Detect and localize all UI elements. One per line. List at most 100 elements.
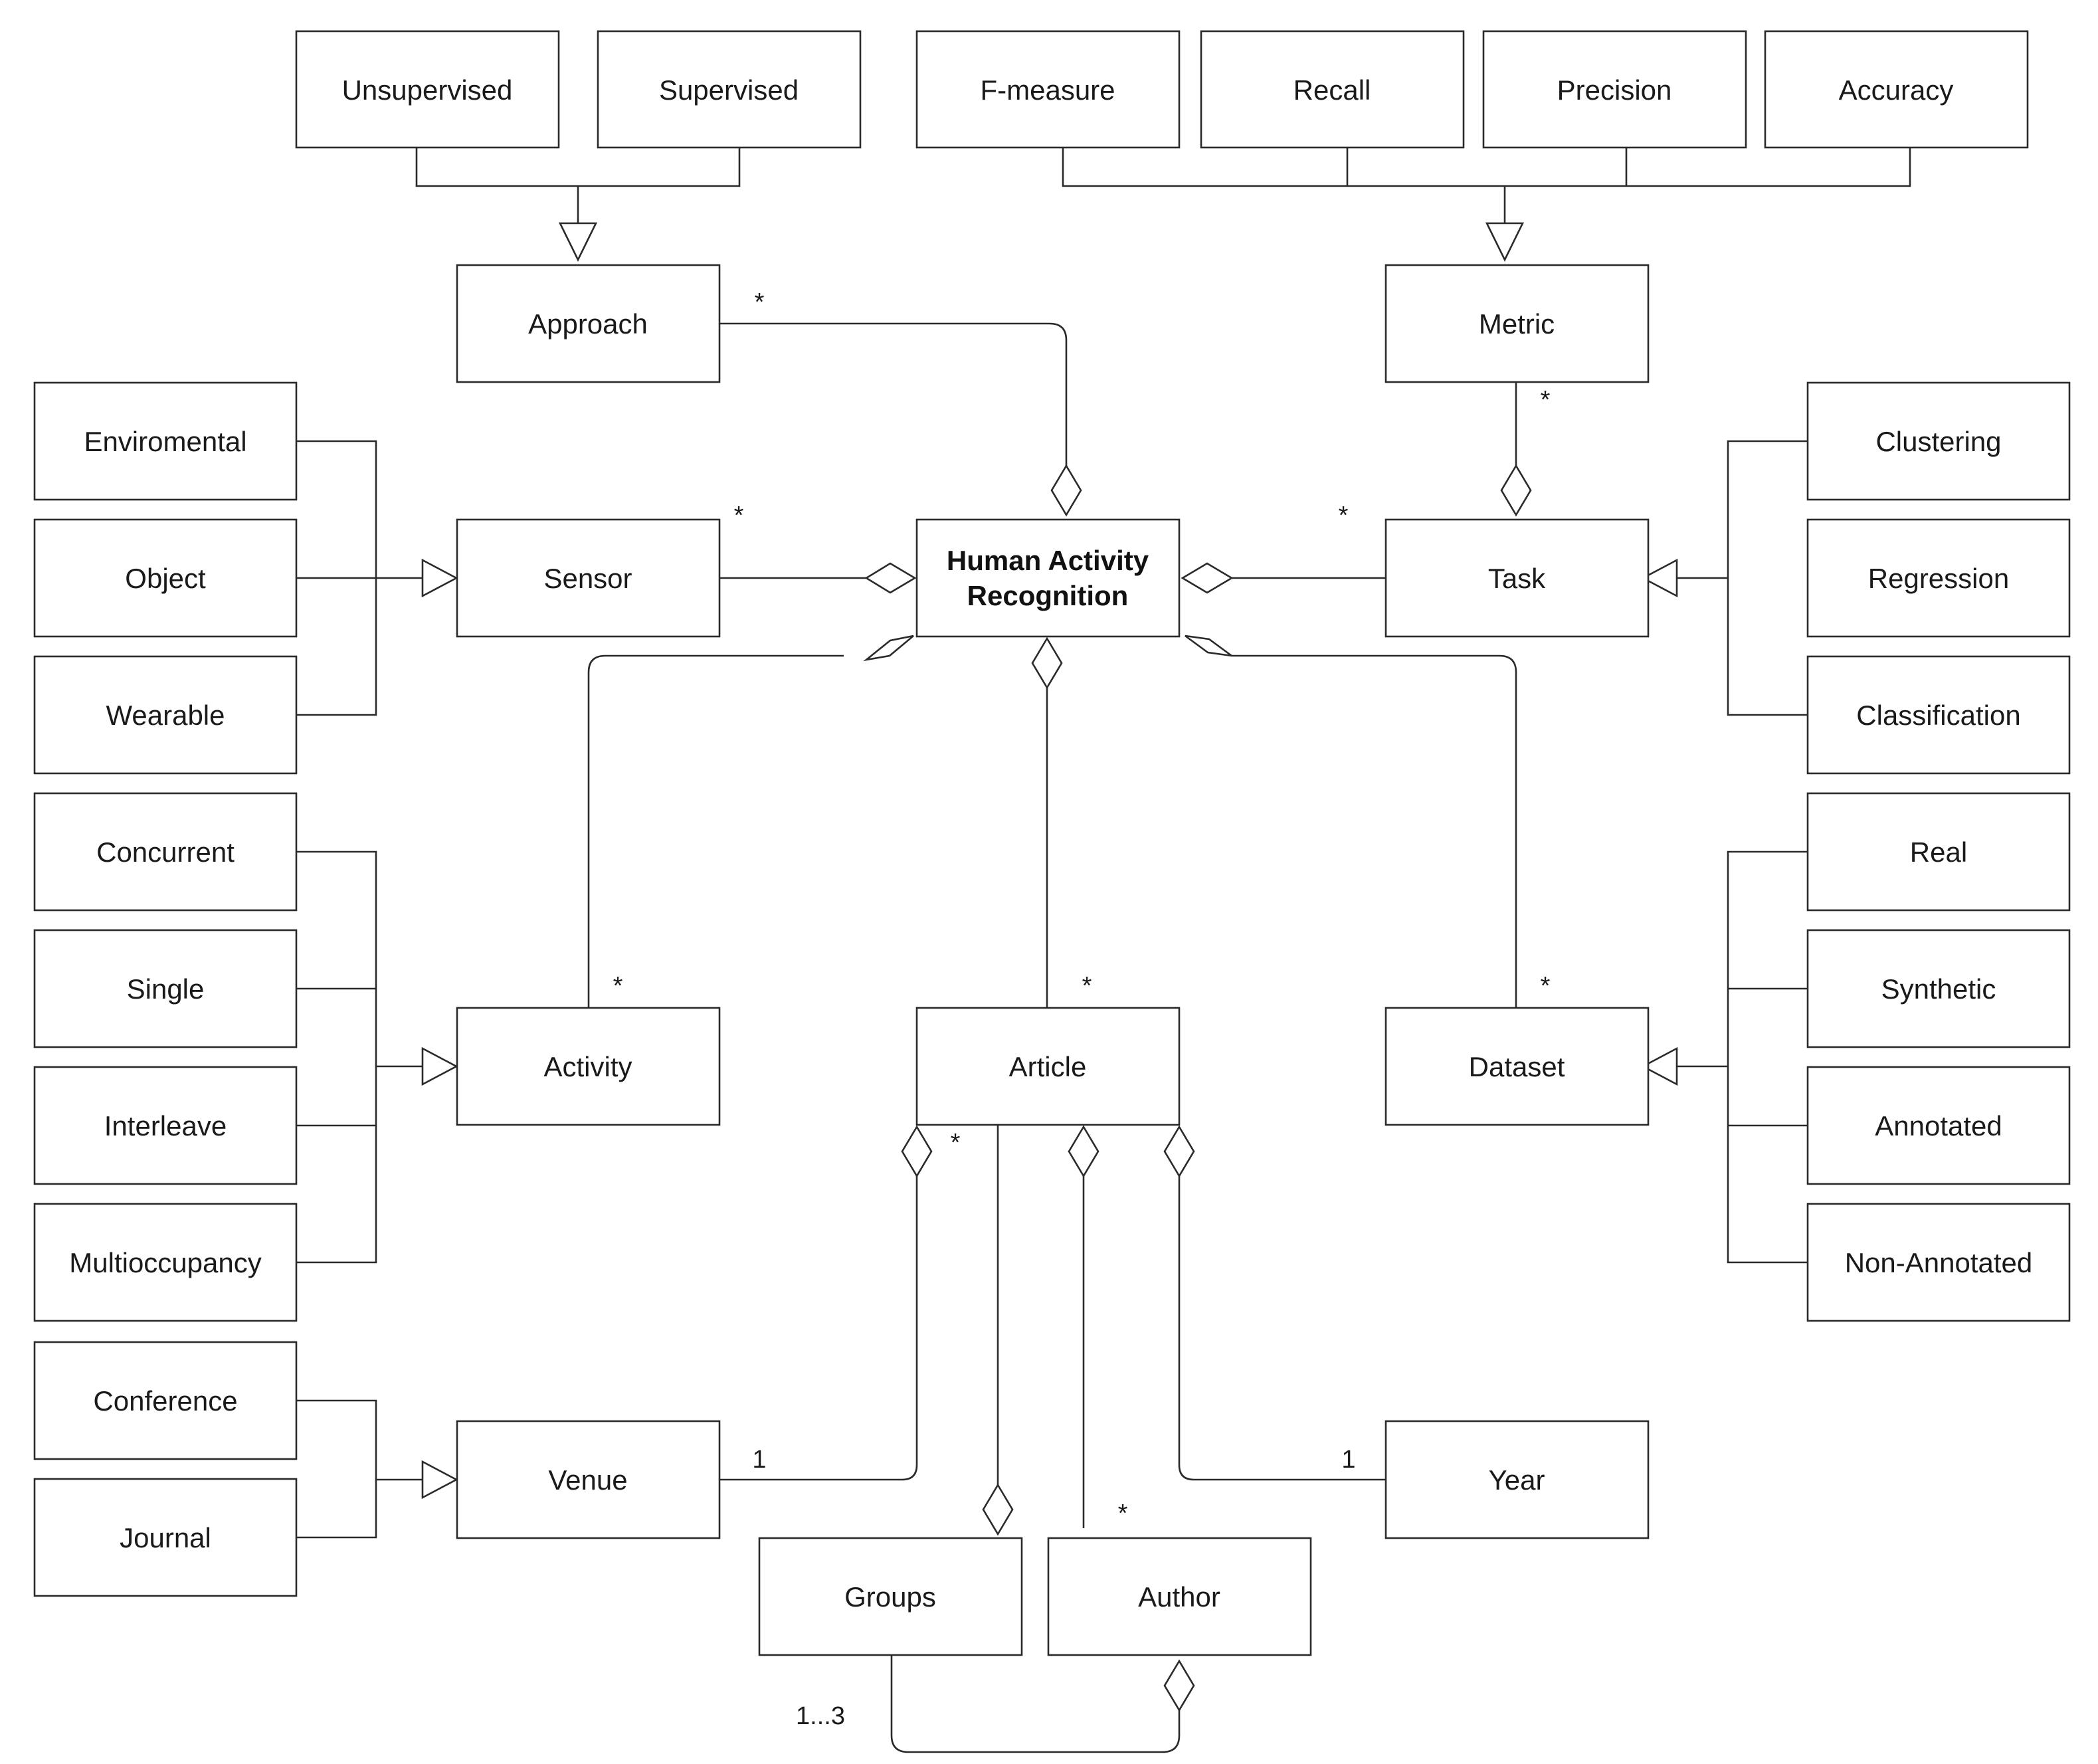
activity-type-label: Concurrent [96, 836, 235, 868]
task-type-label: Clustering [1875, 426, 2001, 457]
metric-type-f-measure: F-measure [915, 30, 1181, 149]
task-type-label: Classification [1856, 700, 2020, 731]
task-generalization-line [1677, 440, 1808, 716]
dataset-generalization-arrowhead [1641, 1046, 1678, 1086]
metric-type-precision: Precision [1482, 30, 1747, 149]
task-type-classification: Classification [1806, 655, 2071, 775]
dataset-type-label: Non-Annotated [1845, 1247, 2033, 1278]
venue-generalization-line [296, 1399, 423, 1539]
activity-type-label: Multioccupancy [69, 1247, 261, 1278]
sensor-aggregation-diamond [864, 562, 917, 594]
activity-multiplicity: * [613, 972, 623, 1000]
class-sensor-label: Sensor [543, 563, 632, 594]
sensor-multiplicity: * [734, 502, 744, 530]
year-aggregation-line [1178, 1176, 1386, 1481]
dataset-type-non-annotated: Non-Annotated [1806, 1203, 2071, 1322]
sensor-type-label: Object [125, 563, 206, 594]
venue-multiplicity: 1 [752, 1446, 766, 1474]
class-venue-label: Venue [548, 1464, 627, 1496]
author-multiplicity: * [1118, 1500, 1128, 1527]
class-human-activity-recognition: Human Activity Recognition [915, 518, 1181, 638]
approach-type-label: Unsupervised [342, 74, 513, 106]
task-type-clustering: Clustering [1806, 381, 2071, 501]
activity-type-label: Single [127, 973, 205, 1005]
class-author: Author [1047, 1537, 1312, 1656]
venue-aggregation-line [719, 1176, 918, 1481]
metric-type-label: Recall [1293, 74, 1371, 106]
approach-aggregation-diamond [1050, 464, 1082, 517]
metric-aggregation-diamond [1500, 464, 1532, 517]
class-activity-label: Activity [543, 1051, 632, 1082]
class-approach: Approach [456, 264, 721, 383]
class-groups: Groups [758, 1537, 1023, 1656]
sensor-type-wearable: Wearable [33, 655, 298, 775]
class-metric-label: Metric [1479, 308, 1555, 340]
sensor-generalization-line [296, 440, 423, 716]
dataset-type-real: Real [1806, 792, 2071, 912]
sensor-type-object: Object [33, 518, 298, 638]
venue-aggregation-diamond [901, 1125, 933, 1178]
activity-generalization-arrowhead [421, 1046, 458, 1086]
class-approach-label: Approach [528, 308, 648, 340]
activity-generalization-line [296, 850, 423, 1264]
approach-multiplicity: * [755, 288, 765, 316]
dataset-multiplicity: * [1541, 972, 1551, 1000]
approach-generalization-arrowhead [558, 222, 598, 262]
class-article-label: Article [1009, 1051, 1087, 1082]
author-aggregation-diamond [1068, 1125, 1099, 1178]
metric-multiplicity: * [1541, 386, 1551, 414]
task-type-regression: Regression [1806, 518, 2071, 638]
metric-generalization-arrowhead [1485, 222, 1525, 262]
groups-aggregation-diamond [982, 1483, 1014, 1536]
year-multiplicity: 1 [1341, 1446, 1355, 1474]
approach-generalization-line [415, 147, 741, 223]
sensor-type-enviromental: Enviromental [33, 381, 298, 501]
year-aggregation-diamond [1163, 1125, 1195, 1178]
class-task-label: Task [1488, 563, 1546, 594]
task-aggregation-diamond [1181, 562, 1234, 594]
activity-type-multioccupancy: Multioccupancy [33, 1203, 298, 1322]
groups-author-line [890, 1656, 1181, 1753]
venue-generalization-arrowhead [421, 1460, 458, 1500]
venue-type-label: Journal [120, 1522, 211, 1553]
metric-type-label: Precision [1557, 74, 1672, 106]
center-title-line-1: Human Activity [947, 545, 1149, 576]
metric-type-label: Accuracy [1839, 74, 1954, 106]
class-dataset-label: Dataset [1469, 1051, 1565, 1082]
groups-multiplicity: 1...3 [796, 1702, 845, 1730]
task-type-label: Regression [1868, 563, 2009, 594]
activity-aggregation-diamond [863, 635, 914, 662]
sensor-generalization-arrowhead [421, 558, 458, 598]
approach-type-label: Supervised [659, 74, 799, 106]
class-groups-label: Groups [844, 1581, 936, 1613]
center-title-line-2: Recognition [967, 580, 1129, 611]
approach-aggregation-line [719, 322, 1068, 466]
venue-type-label: Conference [93, 1385, 237, 1417]
task-multiplicity: * [1339, 502, 1349, 530]
activity-type-interleave: Interleave [33, 1066, 298, 1185]
dataset-type-label: Annotated [1875, 1110, 2002, 1141]
class-article: Article [915, 1007, 1181, 1126]
class-author-label: Author [1138, 1581, 1220, 1613]
dataset-type-label: Synthetic [1881, 973, 1996, 1005]
approach-type-supervised: Supervised [597, 30, 862, 149]
sensor-type-label: Enviromental [84, 426, 246, 457]
metric-generalization-line [1062, 147, 1911, 223]
dataset-type-synthetic: Synthetic [1806, 929, 2071, 1048]
dataset-type-label: Real [1910, 836, 1967, 868]
metric-type-recall: Recall [1200, 30, 1465, 149]
class-sensor: Sensor [456, 518, 721, 638]
article-venue-multiplicity: * [951, 1129, 961, 1157]
sensor-type-label: Wearable [106, 700, 225, 731]
multiplicities: * * * * * * * * 1 1 * 1...3 [613, 288, 1551, 1730]
class-metric: Metric [1384, 264, 1650, 383]
activity-type-label: Interleave [104, 1110, 227, 1141]
dataset-aggregation-line [1232, 654, 1517, 1008]
dataset-aggregation-diamond [1185, 635, 1232, 657]
connectors [296, 147, 1911, 1753]
venue-type-journal: Journal [33, 1478, 298, 1597]
task-generalization-arrowhead [1641, 558, 1678, 598]
markers [421, 222, 1678, 1712]
venue-type-conference: Conference [33, 1341, 298, 1460]
